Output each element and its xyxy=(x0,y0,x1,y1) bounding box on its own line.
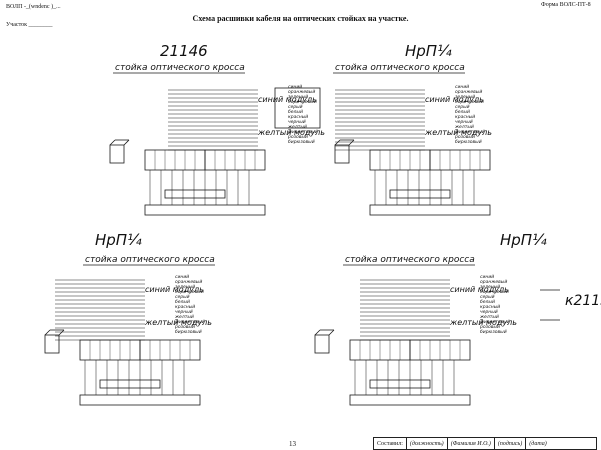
rack-top-left-fiber-color: коричневый xyxy=(288,99,317,105)
rack-top-left-module-label-yellow: желтый модуль xyxy=(257,128,325,137)
rack-bottom-right-fiber-color: синий xyxy=(480,274,494,280)
rack-top-right-bottom-frame xyxy=(369,204,491,216)
rack-bottom-right-fiber-color: розовый xyxy=(479,324,500,330)
rack-top-left-fiber-color: фиолетовый xyxy=(288,129,318,135)
rack-bottom-right-fiber-color: белый xyxy=(480,299,495,305)
rack-top-left-rack-cube xyxy=(109,144,125,164)
rack-bottom-left-rack-cube-edge xyxy=(44,329,51,336)
form-code: Форма ВОЛС-ПТ-8 xyxy=(541,2,591,8)
rack-top-right-fiber-color: черный xyxy=(455,119,473,125)
rack-bottom-right-name: НрП¼ xyxy=(500,231,547,249)
rack-bottom-right-fiber-color: серый xyxy=(480,294,495,300)
rack-bottom-left-cross-label: стойка оптического кросса xyxy=(85,255,215,265)
rack-top-left-fiber-color: синий xyxy=(288,84,302,90)
rack-bottom-right-fiber-color: желтый xyxy=(479,314,499,320)
rack-bottom-left-name: НрП¼ xyxy=(95,231,142,249)
rack-top-right-fiber-color: красный xyxy=(455,114,475,120)
rack-bottom-right-cross-label: стойка оптического кросса xyxy=(345,255,475,265)
rack-top-right-module-label-blue: синий модуль xyxy=(425,95,484,104)
rack-top-left-rack-cube-edge xyxy=(123,139,130,146)
rack-bottom-left-fiber-color: черный xyxy=(175,309,193,315)
rack-bottom-left-fiber-color: коричневый xyxy=(175,289,204,295)
rack-bottom-right-fiber-color: бирюзовый xyxy=(480,329,507,335)
rack-top-right-fiber-color: зеленый xyxy=(455,94,475,100)
rack-bottom-right-fiber-color: оранжевый xyxy=(480,279,507,285)
rack-top-right-fiber-color: коричневый xyxy=(455,99,484,105)
rack-top-right-name: НрП¼ xyxy=(405,42,452,60)
rack-bottom-right-fiber-color: фиолетовый xyxy=(480,319,510,325)
rack-top-left-bottom-frame xyxy=(144,204,266,216)
position-field[interactable]: (должность) xyxy=(405,438,447,449)
rack-top-left-fiber-color: зеленый xyxy=(288,94,308,100)
rack-top-left-fiber-color: белый xyxy=(288,109,303,115)
rack-top-right-fiber-color: желтый xyxy=(454,124,474,130)
rack-bottom-left-fiber-color: розовый xyxy=(174,324,195,330)
rack-bottom-left-module-label-blue: синий модуль xyxy=(145,285,204,294)
rack-top-right-cross-label: стойка оптического кросса xyxy=(335,63,465,73)
rack-bottom-left-fiber-color: зеленый xyxy=(175,284,195,290)
rack-top-right-fiber-color: фиолетовый xyxy=(455,129,485,135)
rack-bottom-left-module-label-yellow: желтый модуль xyxy=(144,318,212,327)
rack-bottom-right-bottom-frame xyxy=(349,394,471,406)
header-left-line2: Участок ________ xyxy=(6,22,53,28)
rack-top-left-terminal-strip xyxy=(164,189,226,199)
rack-bottom-left-rack-cube-edge xyxy=(58,329,65,336)
coupling-box xyxy=(274,87,321,129)
rack-top-right-module-label-yellow: желтый модуль xyxy=(424,128,492,137)
rack-top-right-fiber-color: розовый xyxy=(454,134,475,140)
rack-top-left-fiber-color: черный xyxy=(288,119,306,125)
rack-top-right-fiber-color: белый xyxy=(455,109,470,115)
rack-top-right-fiber-color: бирюзовый xyxy=(455,139,482,145)
rack-bottom-left-rack-cube xyxy=(44,334,60,354)
rack-bottom-right-terminal-strip xyxy=(369,379,431,389)
rack-top-right-fiber-color: синий xyxy=(455,84,469,90)
side-label-k2115: к2115 xyxy=(565,293,601,309)
rack-top-right-fiber-color: оранжевый xyxy=(455,89,482,95)
rack-bottom-left-bottom-frame xyxy=(79,394,201,406)
name-field[interactable]: (Фамилия И.О.) xyxy=(446,438,494,449)
rack-bottom-left-terminal-strip xyxy=(99,379,161,389)
rack-top-right-rack-cube-edge xyxy=(348,139,355,146)
rack-top-left-fiber-color: розовый xyxy=(287,134,308,140)
rack-bottom-right-rack-cube xyxy=(314,334,330,354)
rack-top-left-module-label-blue: синий модуль xyxy=(258,95,317,104)
rack-bottom-left-fiber-color: фиолетовый xyxy=(175,319,205,325)
rack-top-left-fiber-color: желтый xyxy=(287,124,307,130)
rack-bottom-left-fiber-color: бирюзовый xyxy=(175,329,202,335)
rack-top-left-fiber-color: красный xyxy=(288,114,308,120)
rack-top-left-rack-cube-edge xyxy=(109,139,116,146)
rack-top-left-fiber-color: серый xyxy=(288,104,303,110)
rack-bottom-right-module-label-yellow: желтый модуль xyxy=(449,318,517,327)
rack-bottom-right-rack-cube-edge xyxy=(328,329,335,336)
rack-top-right-terminal-strip xyxy=(389,189,451,199)
rack-bottom-right-fiber-color: красный xyxy=(480,304,500,310)
rack-bottom-left-fiber-color: серый xyxy=(175,294,190,300)
rack-top-left-cross-label: стойка оптического кросса xyxy=(115,63,245,73)
rack-bottom-left-fiber-color: оранжевый xyxy=(175,279,202,285)
rack-bottom-right-fiber-color: зеленый xyxy=(480,284,500,290)
rack-bottom-right-module-label-blue: синий модуль xyxy=(450,285,509,294)
date-field[interactable]: (дата) xyxy=(525,438,549,449)
rack-bottom-right-fiber-color: коричневый xyxy=(480,289,509,295)
rack-top-right-fiber-color: серый xyxy=(455,104,470,110)
page-title: Схема расшивки кабеля на оптических стой… xyxy=(192,14,409,23)
rack-bottom-left-fiber-color: белый xyxy=(175,299,190,305)
composed-label: Составил: xyxy=(377,440,403,447)
rack-bottom-left-fiber-color: синий xyxy=(175,274,189,280)
rack-top-left-fiber-color: бирюзовый xyxy=(288,139,315,145)
signature-field[interactable]: (подпись) xyxy=(493,438,525,449)
rack-bottom-left-fiber-color: красный xyxy=(175,304,195,310)
rack-top-right-rack-cube-edge xyxy=(334,139,341,146)
rack-bottom-left-fiber-color: желтый xyxy=(174,314,194,320)
rack-bottom-right-fiber-color: черный xyxy=(480,309,498,315)
rack-top-left-name: 21146 xyxy=(160,42,208,60)
signature-block: Составил: (должность) (Фамилия И.О.) (по… xyxy=(373,437,597,450)
rack-bottom-right-rack-cube-edge xyxy=(314,329,321,336)
page-number: 13 xyxy=(289,440,296,448)
rack-top-left-fiber-color: оранжевый xyxy=(288,89,315,95)
header-left-line1: ВОЛП -_(wndenc )_... xyxy=(6,4,61,10)
rack-top-right-rack-cube xyxy=(334,144,350,164)
